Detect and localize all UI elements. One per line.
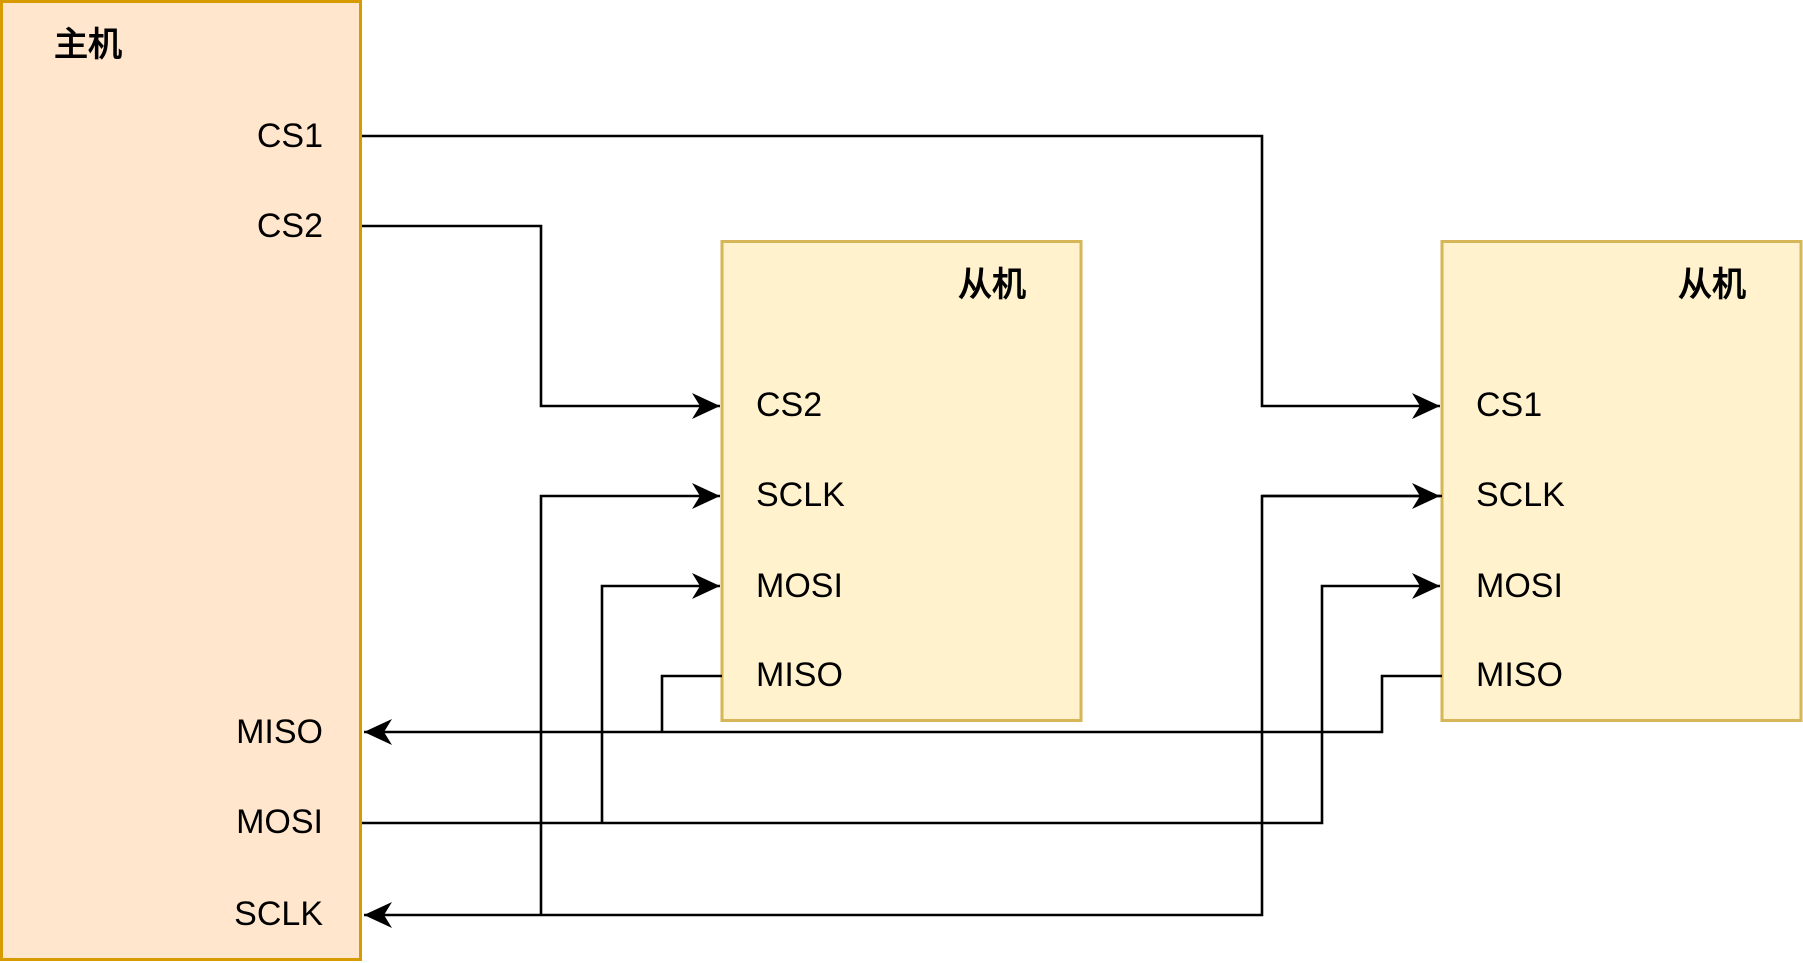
slave-a-title: 从机 — [958, 265, 1026, 305]
slave-a-pin-mosi: MOSI — [756, 567, 843, 605]
slave-b-box — [1440, 240, 1803, 722]
slave-b-pin-cs: CS1 — [1476, 386, 1542, 424]
slave-b-pin-miso: MISO — [1476, 656, 1563, 694]
master-pin-miso: MISO — [236, 713, 323, 751]
slave-b-pin-sclk: SCLK — [1476, 476, 1565, 514]
slave-a-pin-sclk: SCLK — [756, 476, 845, 514]
master-pin-sclk: SCLK — [234, 895, 323, 933]
slave-a-box — [720, 240, 1083, 722]
wire-cs2 — [362, 224, 720, 419]
slave-b-title: 从机 — [1678, 265, 1746, 305]
slave-a-block: 从机 CS2 SCLK MOSI MISO — [720, 240, 1083, 722]
master-box — [0, 0, 362, 961]
wire-miso-main — [364, 674, 1442, 745]
wire-sclk-slave-a — [539, 483, 720, 915]
slave-a-pin-miso: MISO — [756, 656, 843, 694]
master-pin-mosi: MOSI — [236, 803, 323, 841]
master-pin-cs1: CS1 — [257, 117, 323, 155]
slave-a-pin-cs: CS2 — [756, 386, 822, 424]
master-pin-cs2: CS2 — [257, 207, 323, 245]
wire-mosi-slave-a — [600, 573, 720, 823]
slave-b-pin-mosi: MOSI — [1476, 567, 1563, 605]
slave-b-block: 从机 CS1 SCLK MOSI MISO — [1440, 240, 1803, 722]
wire-cs1 — [362, 134, 1440, 419]
master-title: 主机 — [54, 25, 122, 65]
wire-mosi-main — [362, 573, 1440, 825]
master-block: 主机 CS1 CS2 MISO MOSI SCLK — [0, 0, 362, 961]
wire-miso-slave-a — [660, 674, 722, 732]
wires — [362, 134, 1442, 928]
